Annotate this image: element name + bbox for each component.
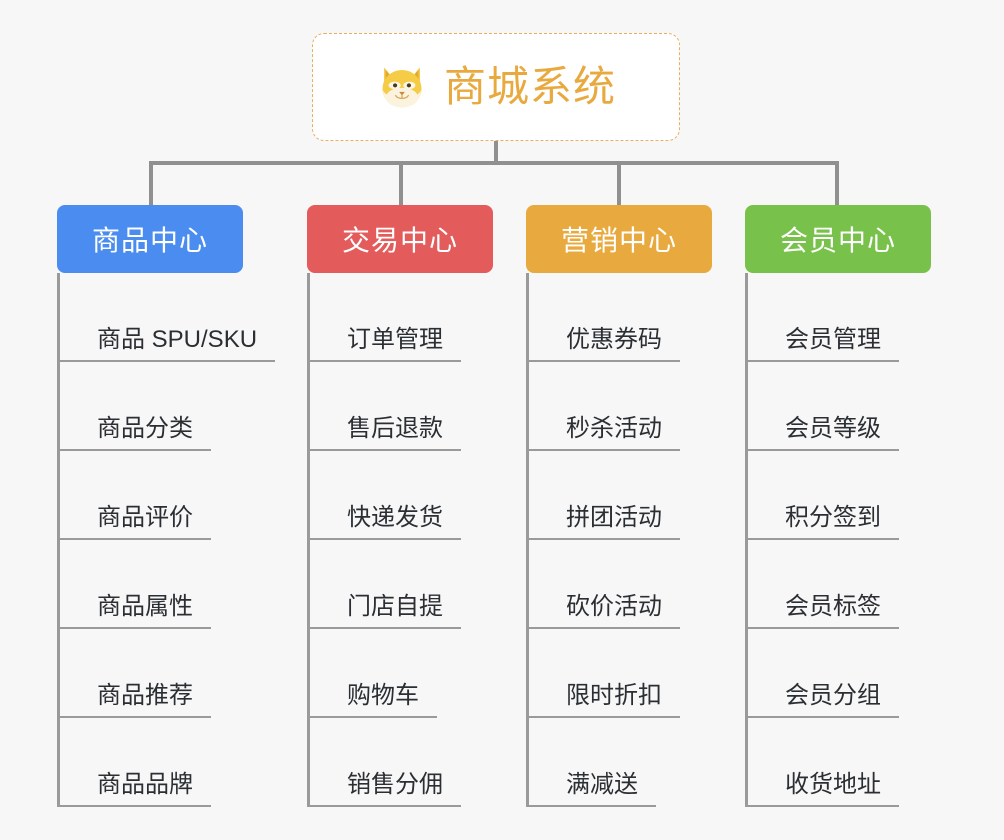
- leaf-item[interactable]: 满减送: [529, 718, 712, 807]
- leaf-item[interactable]: 积分签到: [748, 451, 931, 540]
- leaf-underline: [529, 716, 680, 718]
- leaf-label: 砍价活动: [566, 593, 662, 620]
- category-header-1[interactable]: 商品中心: [57, 205, 243, 273]
- leaf-label: 商品品牌: [97, 771, 193, 798]
- leaf-item[interactable]: 砍价活动: [529, 540, 712, 629]
- leaf-label: 商品属性: [97, 593, 193, 620]
- leaf-underline: [529, 449, 680, 451]
- leaf-list-3: 优惠券码 秒杀活动 拼团活动 砍价活动 限时折扣 满减送: [526, 273, 712, 807]
- leaf-underline: [748, 805, 899, 807]
- leaf-underline: [310, 360, 461, 362]
- leaf-label: 收货地址: [785, 771, 881, 798]
- leaf-underline: [748, 627, 899, 629]
- leaf-item[interactable]: 门店自提: [310, 540, 493, 629]
- leaf-underline: [60, 716, 211, 718]
- leaf-label: 购物车: [347, 682, 419, 709]
- category-header-1-label: 商品中心: [91, 225, 208, 256]
- connector-drop-4: [835, 161, 839, 205]
- leaf-label: 限时折扣: [566, 682, 662, 709]
- leaf-underline: [529, 538, 680, 540]
- leaf-underline: [748, 449, 899, 451]
- connector-horizontal-bus: [149, 161, 839, 165]
- leaf-underline: [60, 538, 211, 540]
- leaf-item[interactable]: 会员分组: [748, 629, 931, 718]
- leaf-label: 会员标签: [785, 593, 881, 620]
- leaf-underline: [60, 449, 211, 451]
- root-node[interactable]: 商城系统: [312, 33, 680, 141]
- leaf-item[interactable]: 优惠券码: [529, 273, 712, 362]
- leaf-label: 商品评价: [97, 504, 193, 531]
- leaf-item[interactable]: 销售分佣: [310, 718, 493, 807]
- leaf-underline: [60, 805, 211, 807]
- leaf-label: 商品推荐: [97, 682, 193, 709]
- leaf-underline: [310, 538, 461, 540]
- leaf-label: 积分签到: [785, 504, 881, 531]
- leaf-item[interactable]: 购物车: [310, 629, 493, 718]
- leaf-item[interactable]: 会员等级: [748, 362, 931, 451]
- leaf-list-4: 会员管理 会员等级 积分签到 会员标签 会员分组 收货地址: [745, 273, 931, 807]
- category-header-2[interactable]: 交易中心: [307, 205, 493, 273]
- leaf-underline: [310, 627, 461, 629]
- leaf-label: 拼团活动: [566, 504, 662, 531]
- connector-drop-3: [617, 161, 621, 205]
- leaf-item[interactable]: 商品品牌: [60, 718, 243, 807]
- leaf-label: 秒杀活动: [566, 415, 662, 442]
- leaf-item[interactable]: 商品推荐: [60, 629, 243, 718]
- leaf-label: 优惠券码: [566, 326, 662, 353]
- leaf-item[interactable]: 会员管理: [748, 273, 931, 362]
- leaf-underline: [310, 449, 461, 451]
- leaf-item[interactable]: 商品分类: [60, 362, 243, 451]
- leaf-label: 会员等级: [785, 415, 881, 442]
- leaf-list-1: 商品 SPU/SKU 商品分类 商品评价 商品属性 商品推荐 商品品牌: [57, 273, 275, 807]
- leaf-label: 门店自提: [347, 593, 443, 620]
- leaf-label: 快递发货: [347, 504, 443, 531]
- leaf-item[interactable]: 会员标签: [748, 540, 931, 629]
- leaf-underline: [310, 805, 461, 807]
- leaf-underline: [748, 716, 899, 718]
- shiba-dog-face-icon: [376, 61, 428, 113]
- leaf-item[interactable]: 限时折扣: [529, 629, 712, 718]
- category-header-3[interactable]: 营销中心: [526, 205, 712, 273]
- leaf-label: 销售分佣: [347, 771, 443, 798]
- leaf-label: 订单管理: [347, 326, 443, 353]
- leaf-underline: [310, 716, 437, 718]
- leaf-item[interactable]: 商品评价: [60, 451, 243, 540]
- leaf-underline: [529, 805, 656, 807]
- leaf-item[interactable]: 商品 SPU/SKU: [60, 273, 275, 362]
- leaf-underline: [748, 360, 899, 362]
- leaf-item[interactable]: 商品属性: [60, 540, 243, 629]
- leaf-label: 满减送: [566, 771, 638, 798]
- leaf-underline: [529, 627, 680, 629]
- leaf-label: 商品 SPU/SKU: [97, 326, 258, 353]
- leaf-label: 售后退款: [347, 415, 443, 442]
- leaf-item[interactable]: 订单管理: [310, 273, 493, 362]
- category-header-2-label: 交易中心: [341, 225, 458, 256]
- category-header-4[interactable]: 会员中心: [745, 205, 931, 273]
- leaf-label: 会员分组: [785, 682, 881, 709]
- leaf-item[interactable]: 收货地址: [748, 718, 931, 807]
- leaf-underline: [529, 360, 680, 362]
- branch-column-3: 营销中心 优惠券码 秒杀活动 拼团活动 砍价活动 限时折扣: [526, 205, 712, 807]
- connector-drop-2: [399, 161, 403, 205]
- leaf-item[interactable]: 快递发货: [310, 451, 493, 540]
- leaf-item[interactable]: 秒杀活动: [529, 362, 712, 451]
- branch-column-1: 商品中心 商品 SPU/SKU 商品分类 商品评价 商品属性 商品推荐: [57, 205, 275, 807]
- leaf-list-2: 订单管理 售后退款 快递发货 门店自提 购物车 销售分佣: [307, 273, 493, 807]
- branch-column-4: 会员中心 会员管理 会员等级 积分签到 会员标签 会员分组: [745, 205, 931, 807]
- leaf-item[interactable]: 拼团活动: [529, 451, 712, 540]
- connector-root-stem: [494, 141, 498, 164]
- leaf-underline: [60, 360, 275, 362]
- leaf-label: 会员管理: [785, 326, 881, 353]
- connector-drop-1: [149, 161, 153, 205]
- root-title: 商城系统: [443, 63, 616, 110]
- leaf-item[interactable]: 售后退款: [310, 362, 493, 451]
- category-header-3-label: 营销中心: [560, 225, 677, 256]
- category-header-4-label: 会员中心: [779, 225, 896, 256]
- leaf-underline: [748, 538, 899, 540]
- leaf-label: 商品分类: [97, 415, 193, 442]
- leaf-underline: [60, 627, 211, 629]
- branch-column-2: 交易中心 订单管理 售后退款 快递发货 门店自提 购物车: [307, 205, 493, 807]
